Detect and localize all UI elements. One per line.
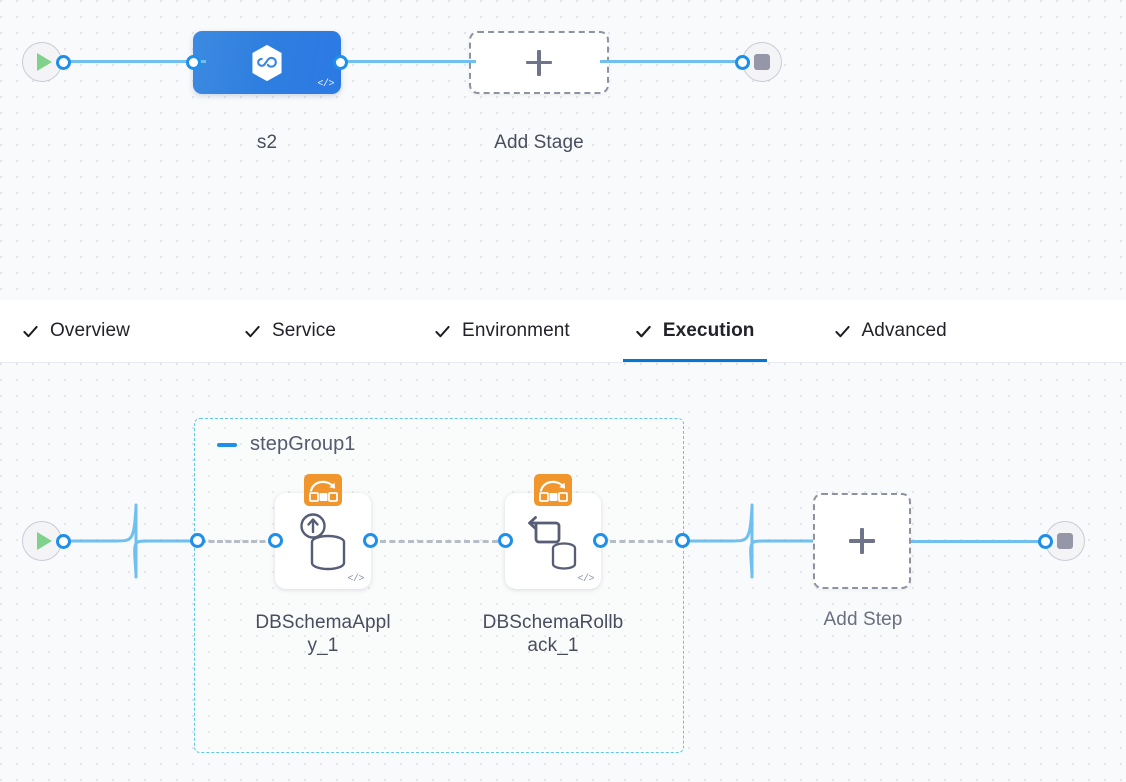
connector-start-to-stage bbox=[62, 60, 206, 63]
plus-icon bbox=[526, 49, 552, 76]
stop-square bbox=[754, 54, 770, 70]
play-triangle bbox=[36, 53, 52, 71]
database-rollback-icon bbox=[528, 516, 577, 570]
tab-overview[interactable]: Overview bbox=[10, 300, 142, 362]
connector-addstage-to-end bbox=[600, 60, 750, 63]
play-icon bbox=[22, 42, 62, 82]
tab-environment[interactable]: Environment bbox=[422, 300, 582, 362]
connector-stage-to-addstage bbox=[336, 60, 476, 63]
tab-underline bbox=[622, 359, 767, 362]
execution-start-output-port[interactable] bbox=[56, 534, 71, 549]
step-group-output-port[interactable] bbox=[675, 533, 690, 548]
play-icon bbox=[22, 521, 62, 561]
check-icon bbox=[435, 325, 450, 337]
harness-hexagon-icon bbox=[252, 44, 282, 81]
stage-code-badge: </> bbox=[317, 79, 334, 90]
stage-config-tabs[interactable]: Overview Service Environment Execution bbox=[0, 300, 1126, 363]
stage-node-label: s2 bbox=[256, 132, 278, 153]
label-line-1: DBSchemaAppl bbox=[255, 612, 391, 633]
tab-execution[interactable]: Execution bbox=[622, 300, 767, 362]
step2-input-port[interactable] bbox=[498, 533, 513, 548]
step1-input-port[interactable] bbox=[268, 533, 283, 548]
execution-end-node[interactable] bbox=[1038, 521, 1085, 561]
tab-label: Service bbox=[271, 320, 337, 341]
start-output-port[interactable] bbox=[56, 55, 71, 70]
stop-square bbox=[1057, 533, 1073, 549]
stop-square-icon bbox=[742, 42, 782, 82]
stage-output-port[interactable] bbox=[333, 55, 348, 70]
execution-start-node[interactable] bbox=[22, 521, 71, 561]
execution-graph-canvas[interactable]: stepGroup1 bbox=[0, 363, 1126, 782]
pipeline-end-node[interactable] bbox=[735, 42, 782, 82]
check-icon bbox=[23, 325, 38, 337]
add-step-label: Add Step bbox=[823, 609, 903, 630]
step-group-header[interactable]: stepGroup1 bbox=[217, 433, 356, 456]
connector-addstep-to-end bbox=[911, 540, 1043, 543]
tab-label: Advanced bbox=[861, 320, 947, 341]
label-line-2: y_1 bbox=[307, 635, 339, 657]
stage-input-port[interactable] bbox=[186, 55, 201, 70]
tab-advanced[interactable]: Advanced bbox=[822, 300, 959, 362]
step-node-dbschemaapply[interactable]: </> bbox=[268, 474, 378, 589]
label-line-1: DBSchemaRollb bbox=[482, 612, 624, 633]
tab-label: Environment bbox=[462, 320, 570, 341]
step-group-container[interactable]: stepGroup1 bbox=[194, 418, 684, 753]
step-group-input-port[interactable] bbox=[190, 533, 205, 548]
step1-output-port[interactable] bbox=[363, 533, 378, 548]
add-step-button[interactable] bbox=[813, 493, 911, 589]
rolling-deployment-icon bbox=[304, 474, 342, 506]
tab-label: Overview bbox=[50, 320, 130, 341]
stage-node-body[interactable]: </> bbox=[193, 31, 341, 94]
rolling-deployment-icon bbox=[534, 474, 572, 506]
step-code-badge: </> bbox=[347, 574, 364, 585]
check-icon bbox=[245, 325, 260, 337]
end-input-port[interactable] bbox=[735, 55, 750, 70]
connector-sg-in-to-step1 bbox=[200, 540, 274, 543]
execution-end-input-port[interactable] bbox=[1038, 534, 1053, 549]
connector-step2-to-sg-out bbox=[610, 540, 682, 543]
add-stage-button[interactable] bbox=[469, 31, 609, 94]
check-icon bbox=[834, 325, 850, 337]
connector-stepgroup-to-addstep bbox=[682, 503, 816, 579]
stage-graph-canvas[interactable]: </> s2 Add Stage bbox=[0, 0, 1126, 300]
check-icon bbox=[636, 325, 651, 337]
step-code-badge: </> bbox=[577, 574, 594, 585]
play-triangle bbox=[36, 532, 52, 550]
step-node-dbschemarollback[interactable]: </> bbox=[498, 474, 608, 589]
step2-output-port[interactable] bbox=[593, 533, 608, 548]
pipeline-start-node[interactable] bbox=[22, 42, 71, 82]
minus-icon[interactable] bbox=[217, 442, 237, 447]
connector-step1-to-step2 bbox=[380, 540, 498, 543]
add-stage-label: Add Stage bbox=[494, 132, 584, 153]
connector-start-to-stepgroup bbox=[62, 503, 202, 579]
database-apply-icon bbox=[300, 513, 346, 571]
tab-label: Execution bbox=[662, 320, 755, 341]
plus-icon bbox=[849, 528, 875, 554]
label-line-2: ack_1 bbox=[527, 635, 579, 657]
tab-service[interactable]: Service bbox=[232, 300, 348, 362]
step-group-title: stepGroup1 bbox=[250, 433, 356, 455]
